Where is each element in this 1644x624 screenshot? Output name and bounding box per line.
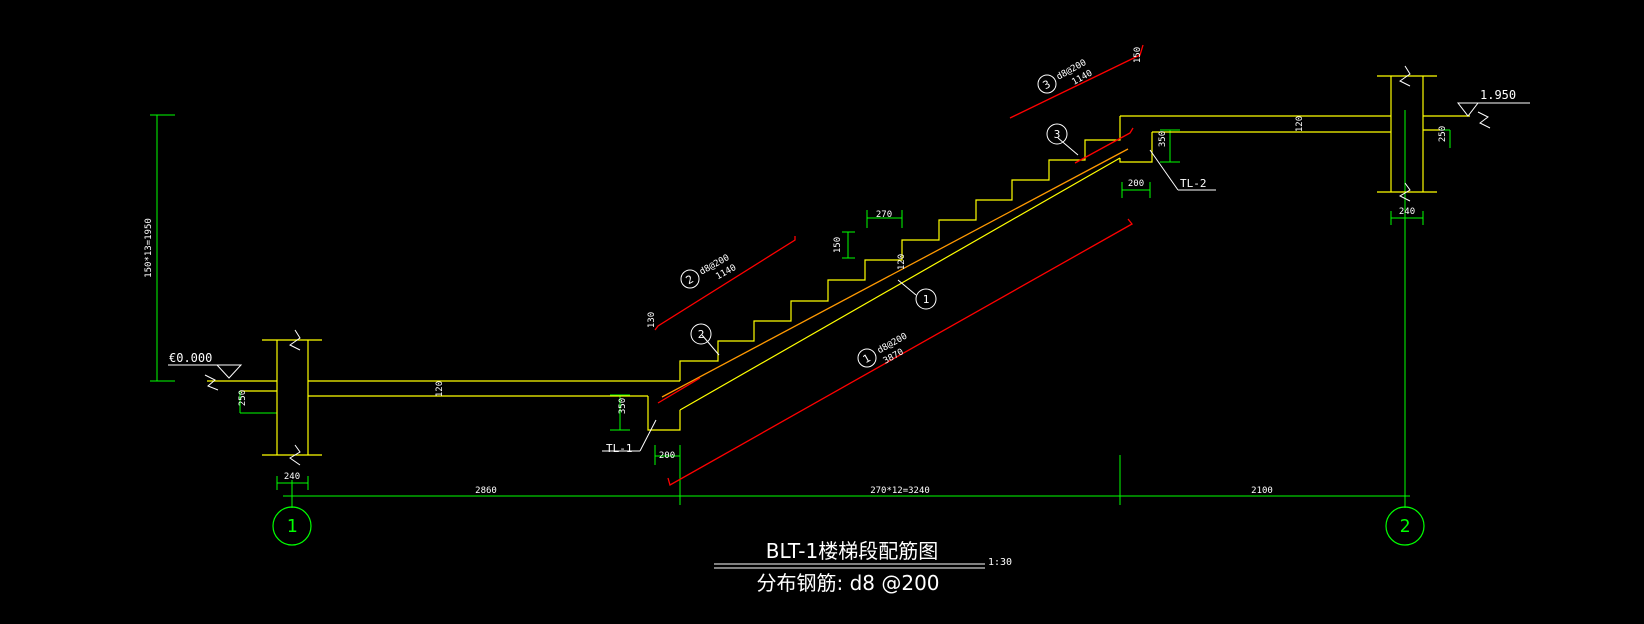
drawing-subtitle: 分布钢筋: d8 @200: [756, 571, 939, 595]
dim-slab-left: 120: [435, 381, 445, 397]
break-marks: [204, 65, 1491, 466]
drawing-title: BLT-1楼梯段配筋图: [766, 539, 938, 563]
drawing-scale: 1:30: [988, 557, 1012, 568]
elevation-markers: [168, 102, 1480, 379]
dim-bottom-right: 2100: [1251, 486, 1273, 496]
dim-beam-left-w: 200: [659, 451, 675, 461]
svg-text:2: 2: [684, 272, 696, 287]
dim-step-width: 270: [876, 210, 892, 220]
rebar-marker-1-main: 1: [923, 293, 930, 306]
dim-height-total: 150*13=1950: [144, 218, 154, 278]
beam-label-left: TL-1: [606, 442, 633, 455]
rebar-callout-2: 2 d8@200 1140: [684, 253, 739, 287]
dim-slab-thickness: 120: [897, 254, 907, 270]
title-underlines: [714, 563, 985, 569]
concrete-outline: [207, 75, 1470, 456]
dim-wall-left: 240: [284, 472, 300, 482]
axis-label-2: 2: [1400, 516, 1411, 537]
rebar-marker-3-main: 3: [1054, 128, 1061, 141]
dim-slab-right: 120: [1295, 116, 1305, 132]
rebar-lines: [654, 44, 1144, 486]
axis-bubbles: [272, 506, 1425, 546]
elevation-lower: €0.000: [169, 351, 212, 365]
dim-beam-right-w: 200: [1128, 179, 1144, 189]
leader-lines: [602, 102, 1530, 452]
dim-wall-right: 240: [1399, 207, 1415, 217]
dim-ledge-left: 250: [238, 390, 248, 406]
beam-label-right: TL-2: [1180, 177, 1207, 190]
dim-beam-right-h: 350: [1158, 131, 1168, 147]
svg-text:3: 3: [1041, 77, 1053, 92]
dim-ledge-right: 250: [1438, 126, 1448, 142]
dim-bottom-left: 2860: [475, 486, 497, 496]
axis-label-1: 1: [287, 516, 298, 537]
elevation-upper: 1.950: [1480, 88, 1516, 102]
rebar-callout-1: 1 d8@200 3870: [861, 332, 910, 367]
rebar-callout-3: 3 d8@200 1140: [1041, 58, 1095, 92]
rebar-markers: [680, 74, 1068, 368]
dim-bottom-mid: 270*12=3240: [870, 486, 930, 496]
dim-beam-left-h: 350: [618, 398, 628, 414]
svg-text:1: 1: [861, 351, 873, 366]
dim-step-height: 150: [833, 237, 843, 253]
dimension-lines: [150, 110, 1451, 508]
dim-bar-end: 130: [647, 312, 657, 328]
dim-bar-end-top: 150: [1133, 47, 1143, 63]
rebar-marker-2-main: 2: [698, 328, 705, 341]
